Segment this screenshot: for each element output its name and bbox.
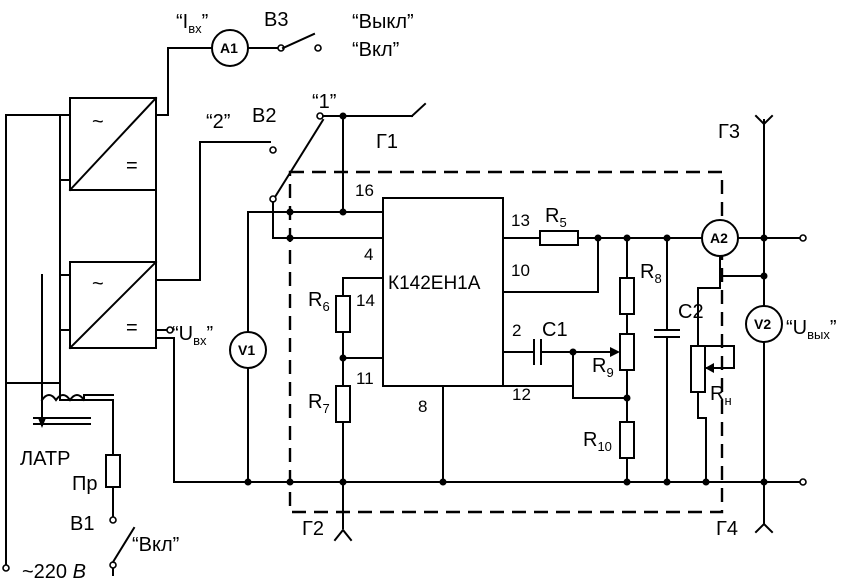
tilde-upper: ~ [92, 111, 104, 133]
fuse [105, 454, 121, 488]
g3-label: Г3 [718, 121, 740, 143]
r7-label: R7 [308, 391, 330, 416]
resistor-rn [690, 345, 706, 393]
pin8-label: 8 [418, 397, 427, 416]
c2-label: C2 [678, 301, 704, 323]
g2-label: Г2 [302, 518, 324, 540]
r8-label: R8 [640, 261, 662, 286]
b1-label: B1 [70, 513, 94, 535]
g4-label: Г4 [716, 518, 738, 540]
g1-socket [410, 102, 427, 118]
i-in-label: “Iвх” [176, 11, 208, 36]
c1-label: C1 [542, 319, 568, 341]
resistor-r9 [619, 333, 635, 371]
a2-label: A2 [710, 230, 728, 246]
stabilizer-board-boundary [288, 170, 724, 514]
pin4-label: 4 [364, 245, 373, 264]
r6-label: R6 [308, 289, 330, 314]
resistor-r6 [335, 295, 351, 333]
g2-socket [333, 528, 353, 542]
a1-label: A1 [220, 40, 238, 56]
resistor-r10 [619, 421, 635, 459]
rn-label: Rн [710, 383, 732, 408]
resistor-r7 [335, 385, 351, 423]
b3-switch-blade [281, 32, 316, 50]
rectifier-lower: ~ = [68, 260, 158, 350]
pin11-label: 11 [356, 369, 374, 388]
tilde-lower: ~ [92, 273, 104, 295]
resistor-r8 [619, 277, 635, 315]
pos1-label: “1” [312, 91, 336, 113]
b1-on-label: “Вкл” [132, 534, 179, 556]
chip-label: К142ЕН1А [388, 273, 481, 294]
fuse-label: Пр [72, 473, 98, 495]
g3-socket [754, 114, 774, 126]
g1-label: Г1 [376, 131, 398, 153]
resistor-r5 [539, 230, 579, 246]
pin10-label: 10 [511, 261, 530, 280]
pin13-label: 13 [511, 211, 530, 230]
r5-label: R5 [545, 205, 567, 230]
chip-k142en1a [382, 197, 504, 387]
v2-label: V2 [754, 316, 771, 332]
b2-label: B2 [252, 105, 276, 127]
rectifier-upper: ~ = [68, 96, 158, 192]
r10-label: R10 [583, 429, 612, 454]
u-out-label: “Uвых” [786, 317, 837, 342]
latr-autotransformer [33, 394, 114, 428]
pin12-label: 12 [512, 385, 531, 404]
b3-on-label: “Вкл” [352, 39, 399, 61]
mains-label: ~220 В [22, 561, 86, 583]
b3-off-label: “Выкл” [352, 11, 414, 33]
pos2-label: “2” [206, 111, 230, 133]
r9-label: R9 [592, 355, 614, 380]
pin16-label: 16 [355, 181, 374, 200]
pin2-label: 2 [512, 321, 521, 340]
v1-label: V1 [238, 342, 255, 358]
b2-switch-blade [273, 118, 325, 199]
eq-upper: = [126, 155, 138, 177]
eq-lower: = [126, 317, 138, 339]
u-in-label: “Uвх” [172, 323, 213, 348]
b3-label: B3 [264, 9, 288, 31]
pin14-label: 14 [356, 291, 375, 310]
g4-socket [754, 522, 774, 534]
latr-label: ЛАТР [20, 448, 70, 470]
b1-switch-blade [111, 526, 136, 564]
